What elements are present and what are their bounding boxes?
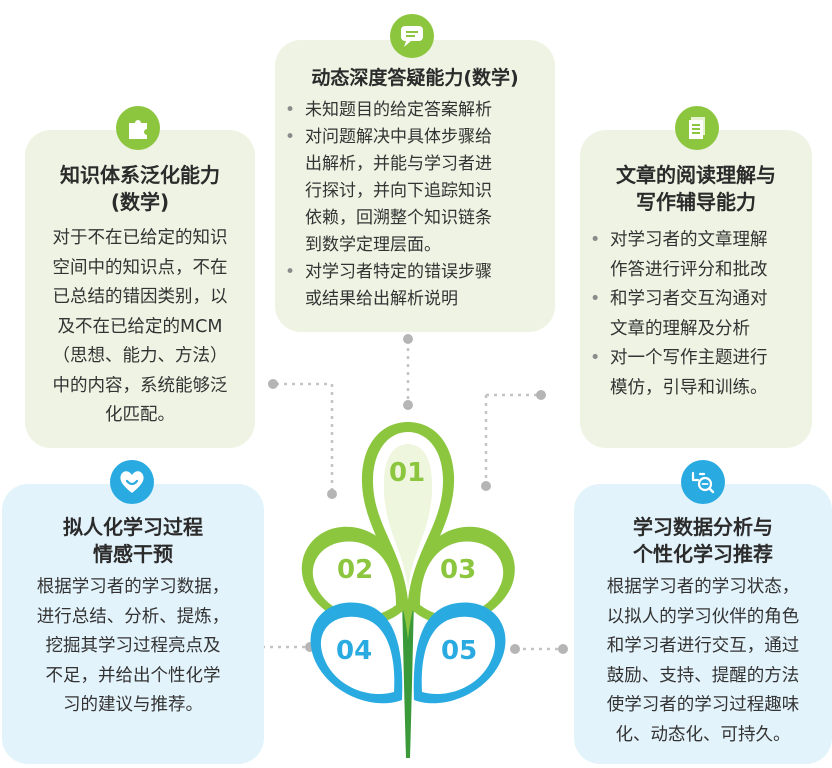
number-01: 01 [389, 458, 426, 488]
number-05: 05 [441, 636, 478, 666]
card-bottom-left-title: 拟人化学习过程情感干预 [63, 515, 203, 566]
card-bottom-right: 学习数据分析与个性化学习推荐 根据学习者的学习状态， 以拟人的学习伙伴的角色 和… [574, 484, 832, 764]
number-02: 02 [337, 555, 374, 585]
card-bottom-left: 拟人化学习过程情感干预 根据学习者的学习数据， 进行总结、分析、提炼， 挖掘其学… [2, 484, 264, 764]
document-icon [675, 106, 719, 150]
card-left-body: 对于不在已给定的知识 空间中的知识点，不在 已总结的错因类别，以 及不在已给定的… [52, 228, 228, 425]
card-left-title: 知识体系泛化能力(数学) [60, 163, 220, 214]
card-left: 知识体系泛化能力(数学) 对于不在已给定的知识 空间中的知识点，不在 已总结的错… [25, 130, 255, 448]
card-right-title: 文章的阅读理解与写作辅导能力 [616, 163, 776, 214]
number-03: 03 [440, 555, 477, 585]
card-bottom-right-body: 根据学习者的学习状态， 以拟人的学习伙伴的角色 和学习者进行交互，通过 鼓励、支… [606, 577, 800, 745]
card-top-title: 动态深度答疑能力(数学) [311, 67, 519, 89]
smile-heart-icon [110, 460, 154, 504]
data-search-icon [681, 460, 725, 504]
card-bottom-left-body: 根据学习者的学习数据， 进行总结、分析、提炼， 挖掘其学习过程亮点及 不足，并给… [36, 577, 230, 715]
card-top: 动态深度答疑能力(数学) 未知题目的给定答案解析 对问题解决中具体步骤给出解析，… [275, 40, 555, 332]
connector-dots [262, 340, 560, 651]
puzzle-icon [116, 106, 160, 150]
chat-bubble-icon [390, 14, 434, 58]
bullet-item: 对问题解决中具体步骤给出解析，并能与学习者进行探讨，并向下追踪知识依赖，回溯整个… [281, 124, 551, 259]
card-top-body: 未知题目的给定答案解析 对问题解决中具体步骤给出解析，并能与学习者进行探讨，并向… [281, 97, 551, 313]
number-04: 04 [336, 636, 373, 666]
bullet-item: 未知题目的给定答案解析 [281, 97, 551, 124]
card-bottom-right-title: 学习数据分析与个性化学习推荐 [633, 515, 773, 566]
